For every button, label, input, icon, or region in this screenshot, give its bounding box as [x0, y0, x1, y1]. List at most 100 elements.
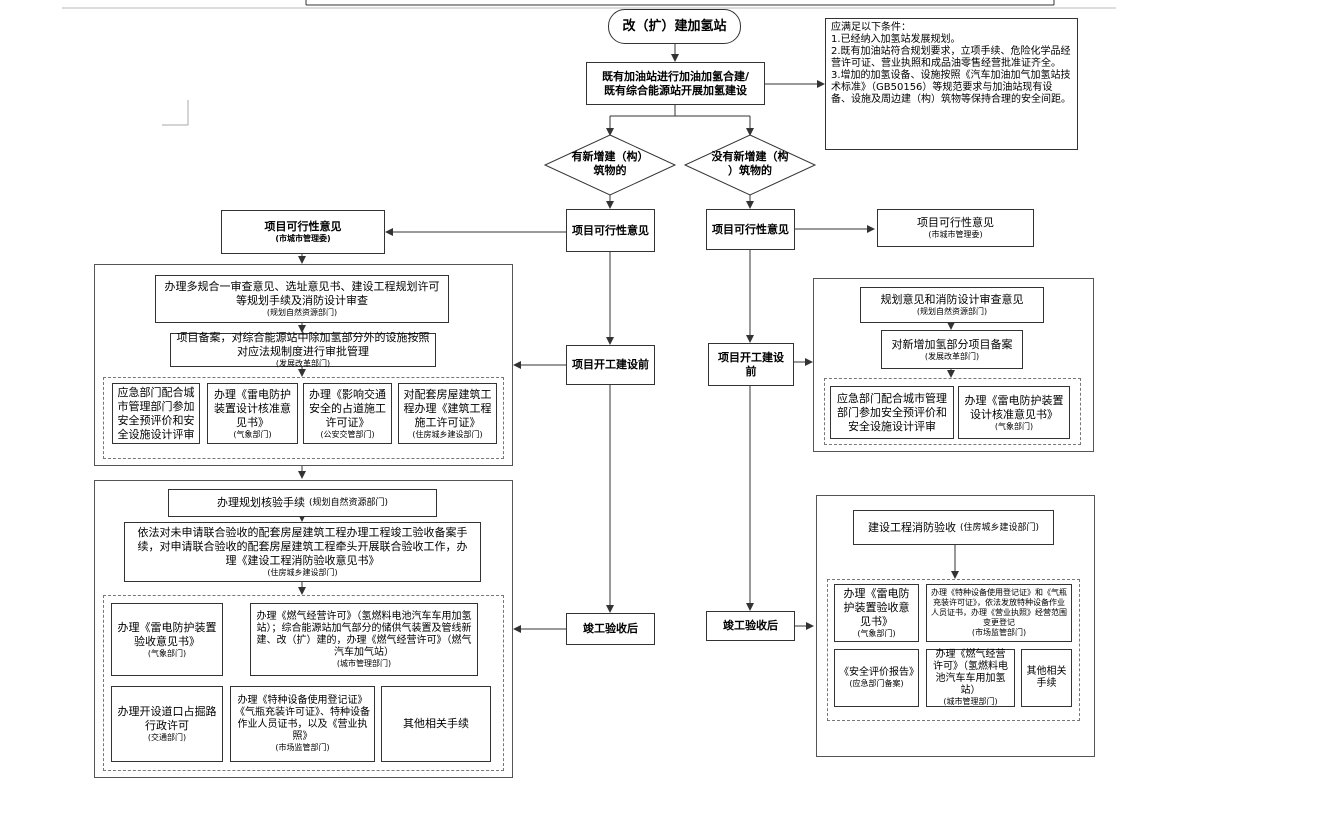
left-after-completion-box: 竣工验收后: [566, 613, 655, 645]
conditions-title: 应满足以下条件：: [831, 22, 911, 33]
left-pre-box-2: 项目备案，对综合能源站中除加氢部分外的设施按照 对应法规制度进行审批管理 (发展…: [170, 331, 436, 368]
left-pre-sub-1-text: 应急部门配合城市管理部门参加安全预评价和安全设施设计评审: [117, 385, 195, 441]
left-feasibility-opinion: 项目可行性意见 (市城市管理委): [221, 210, 385, 254]
left-post-box-1: 办理规划核验手续 (规划自然资源部门): [168, 489, 437, 517]
left-after-completion-label: 竣工验收后: [583, 622, 638, 635]
left-pre-sub-4-text: 对配套房屋建筑工程办理《建筑工程施工许可证》: [403, 387, 492, 429]
right-pre-box-1-dept: (规划自然资源部门): [916, 307, 988, 316]
left-post-sub-4-text: 办理《特种设备使用登记证》《气瓶充装许可证》、特种设备作业人员证书，以及《营业执…: [235, 695, 370, 742]
right-post-sub-3: 《安全评价报告》 (应急部门备案): [834, 649, 919, 707]
right-post-sub-3-text: 《安全评价报告》: [839, 667, 919, 678]
left-post-sub-5: 其他相关手续: [381, 686, 491, 762]
right-feasibility-opinion: 项目可行性意见 (市城市管理委): [877, 209, 1034, 247]
left-post-sub-4-dept: (市场监管部门): [275, 743, 330, 752]
left-post-box-1-dept: (规划自然资源部门): [308, 498, 389, 508]
left-pre-sub-3: 办理《影响交通安全的占道施工许可证》 (公安交管部门): [303, 383, 392, 444]
left-pre-container: [94, 264, 513, 466]
left-post-box-1-text: 办理规划核验手续: [216, 496, 305, 509]
right-pre-box-1: 规划意见和消防设计审查意见 (规划自然资源部门): [860, 287, 1044, 323]
right-opinion-title: 项目可行性意见: [917, 216, 994, 229]
right-pre-subgroup: [824, 378, 1081, 445]
right-post-sub-4: 办理《燃气经营许可》（氢燃料电池汽车车用加氢站） (城市管理部门): [926, 649, 1015, 707]
right-post-sub-1-dept: (气象部门): [857, 629, 896, 638]
right-post-sub-4-text: 办理《燃气经营许可》（氢燃料电池汽车车用加氢站）: [933, 649, 1008, 696]
right-opinion-dept: (市城市管理委): [928, 230, 983, 239]
right-pre-container: [813, 278, 1094, 452]
start-label: 改（扩）建加氢站: [622, 19, 727, 34]
right-post-sub-2-text: 办理《特种设备使用登记证》和《气瓶充装许可证》，依法发放特种设备作业人员证书，办…: [931, 588, 1067, 627]
merge-box: 既有加油站进行加油加氢合建/ 既有综合能源站开展加氢建设: [586, 62, 765, 105]
left-post-sub-5-text: 其他相关手续: [403, 717, 469, 730]
left-post-sub-4: 办理《特种设备使用登记证》《气瓶充装许可证》、特种设备作业人员证书，以及《营业执…: [230, 686, 375, 762]
right-post-sub-2: 办理《特种设备使用登记证》和《气瓶充装许可证》，依法发放特种设备作业人员证书，办…: [926, 584, 1072, 642]
right-post-subgroup: [827, 579, 1080, 721]
right-post-sub-5: 其他相关手续: [1021, 649, 1072, 707]
right-post-sub-3-dept: (应急部门备案): [849, 679, 904, 688]
left-before-construction-label: 项目开工建设前: [572, 358, 649, 371]
left-post-sub-1: 办理《雷电防护装置验收意见书》 (气象部门): [111, 603, 223, 676]
right-post-sub-5-text: 其他相关手续: [1026, 666, 1067, 689]
decision-left-line-1: 有新增建（构）: [571, 150, 649, 163]
decision-diamond-left: [543, 134, 677, 196]
left-pre-box-1-line-2: 等规划手续及消防设计审查: [236, 294, 368, 307]
right-pre-sub-1-text: 应急部门配合城市管理部门参加安全预评价和安全设施设计评审: [837, 391, 947, 433]
left-pre-box-1-dept: (规划自然资源部门): [266, 308, 338, 317]
left-pre-sub-2-text: 办理《雷电防护装置设计核准意见书》: [214, 387, 291, 429]
right-post-sub-1-text: 办理《雷电防护装置验收意见书》: [843, 587, 910, 628]
condition-1: 1.已经纳入加氢站发展规划。: [831, 34, 961, 45]
left-post-sub-2: 办理《燃气经营许可》（氢燃料电池汽车车用加氢站）；综合能源站加气部分的储供气装置…: [250, 603, 478, 676]
left-post-box-2-dept: (住房城乡建设部门): [267, 568, 338, 577]
left-pre-box-1: 办理多规合一审查意见、选址意见书、建设工程规划许可 等规划手续及消防设计审查 (…: [155, 275, 449, 323]
conditions-box: 应满足以下条件： 1.已经纳入加氢站发展规划。 2.既有加油站符合规划要求，立项…: [825, 18, 1078, 150]
merge-line-1: 既有加油站进行加油加氢合建/: [601, 69, 750, 83]
decision-diamond-right: [683, 134, 817, 196]
right-pre-box-2-dept: (发展改革部门): [924, 351, 980, 361]
left-pre-box-2-line-1: 项目备案，对综合能源站中除加氢部分外的设施按照: [176, 331, 430, 344]
merge-line-2: 既有综合能源站开展加氢建设: [604, 83, 747, 97]
condition-2: 2.既有加油站符合规划要求，立项手续、危险化学品经营许可证、营业执照和成品油零售…: [831, 46, 1071, 69]
right-pre-box-2-text: 对新增加氢部分项目备案: [891, 337, 1013, 351]
right-post-box-1-text: 建设工程消防验收: [867, 520, 956, 534]
left-post-subgroup: [103, 595, 504, 771]
left-post-box-2-text: 依法对未申请联合验收的配套房屋建筑工程办理工程竣工验收备案手续，对申请联合验收的…: [137, 526, 468, 567]
left-pre-sub-1: 应急部门配合城市管理部门参加安全预评价和安全设施设计评审: [112, 383, 200, 444]
left-post-container: [94, 480, 513, 778]
left-post-sub-3-text: 办理开设道口占掘路行政许可: [117, 705, 217, 732]
left-feasibility-box: 项目可行性意见: [566, 209, 655, 252]
right-feasibility-box: 项目可行性意见: [706, 209, 795, 250]
right-pre-box-1-text: 规划意见和消防设计审查意见: [880, 293, 1024, 306]
right-pre-box-2: 对新增加氢部分项目备案 (发展改革部门): [881, 330, 1023, 369]
right-before-construction-box: 项目开工建设前: [708, 343, 794, 386]
left-pre-box-2-line-2: 对应法规制度进行审批管理: [237, 345, 369, 358]
decision-left-line-2: 筑物的: [593, 164, 627, 177]
left-pre-sub-2-dept: (气象部门): [233, 429, 272, 439]
left-post-sub-3: 办理开设道口占掘路行政许可 (交通部门): [111, 686, 223, 762]
left-pre-sub-4-dept: (住房城乡建设部门): [412, 429, 483, 439]
left-pre-sub-3-text: 办理《影响交通安全的占道施工许可证》: [309, 387, 386, 429]
right-post-sub-2-dept: (市场监管部门): [971, 628, 1027, 637]
left-post-sub-1-dept: (气象部门): [147, 648, 187, 658]
left-post-sub-2-text: 办理《燃气经营许可》（氢燃料电池汽车车用加氢站）；综合能源站加气部分的储供气装置…: [256, 610, 472, 658]
left-pre-subgroup: [103, 377, 504, 459]
start-node: 改（扩）建加氢站: [608, 9, 741, 44]
left-post-sub-3-dept: (交通部门): [147, 733, 187, 742]
right-pre-sub-2-text: 办理《雷电防护装置设计核准意见书》: [964, 393, 1064, 421]
right-pre-sub-2: 办理《雷电防护装置设计核准意见书》 (气象部门): [958, 386, 1070, 439]
right-post-box-1: 建设工程消防验收 (住房城乡建设部门): [853, 510, 1054, 545]
decision-right-line-2: ）筑物的: [728, 164, 772, 177]
left-pre-sub-2: 办理《雷电防护装置设计核准意见书》 (气象部门): [207, 383, 298, 444]
left-opinion-title: 项目可行性意见: [264, 220, 342, 233]
right-pre-sub-2-dept: (气象部门): [994, 421, 1034, 431]
right-after-completion-box: 竣工验收后: [706, 611, 795, 641]
right-post-sub-4-dept: (城市管理部门): [943, 697, 998, 706]
right-post-container: [816, 495, 1095, 757]
left-pre-sub-3-dept: (公安交管部门): [320, 429, 375, 439]
decision-right-label: 没有新增建（构 ）筑物的: [695, 150, 805, 178]
left-pre-box-1-line-1: 办理多规合一审查意见、选址意见书、建设工程规划许可: [164, 280, 440, 293]
right-pre-sub-1: 应急部门配合城市管理部门参加安全预评价和安全设施设计评审: [830, 386, 954, 439]
left-before-construction-box: 项目开工建设前: [566, 345, 655, 385]
left-post-sub-2-dept: (城市管理部门): [336, 658, 392, 668]
right-post-sub-1: 办理《雷电防护装置验收意见书》 (气象部门): [834, 584, 919, 642]
right-feasibility-label: 项目可行性意见: [712, 222, 789, 236]
